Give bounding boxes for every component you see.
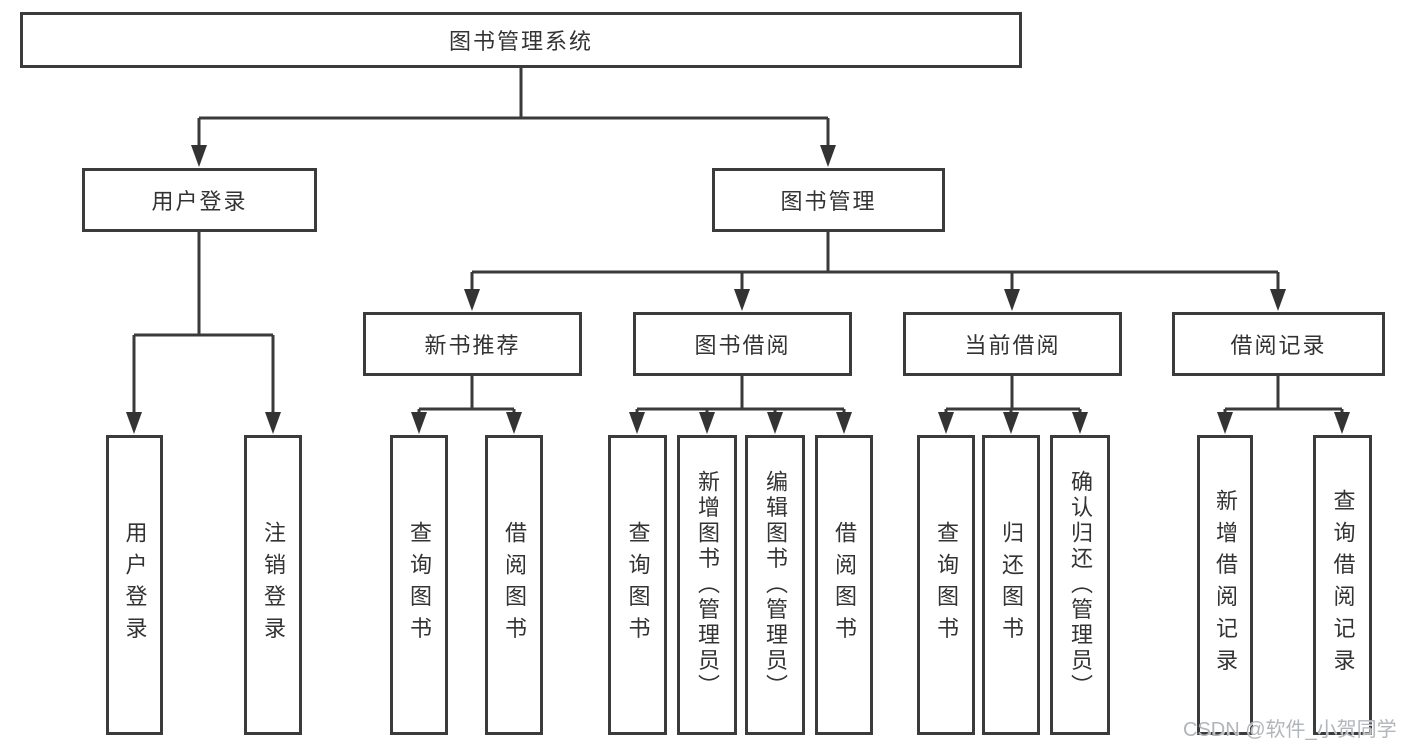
node-current-borrowing: 当前借阅 (903, 312, 1122, 376)
node-label: 图书管理系统 (448, 29, 593, 54)
node-borrow-records: 借阅记录 (1172, 312, 1385, 376)
node-book-borrowing: 图书借阅 (633, 312, 852, 376)
arrow-down-icons (126, 145, 1350, 434)
leaf-records-search: 查询借阅记录 (1313, 435, 1372, 735)
leaf-borrowing-borrow: 借阅图书 (815, 435, 873, 735)
node-label: 借阅记录 (1230, 333, 1327, 358)
leaf-current-search: 查询图书 (917, 435, 975, 735)
node-label: 编辑图书（管理员） (763, 470, 788, 700)
node-label: 注销登录 (261, 521, 286, 649)
node-label: 查询借阅记录 (1330, 489, 1356, 681)
node-label: 查询图书 (934, 521, 959, 649)
node-book-management: 图书管理 (712, 168, 945, 232)
node-user-login: 用户登录 (82, 168, 317, 232)
node-label: 借阅图书 (502, 521, 527, 649)
node-label: 查询图书 (625, 521, 651, 649)
node-label: 新书推荐 (424, 333, 521, 358)
leaf-user-login: 用户登录 (106, 435, 163, 735)
node-label: 图书管理 (780, 189, 877, 214)
node-label: 查询图书 (407, 521, 432, 649)
node-label: 用户登录 (151, 189, 248, 214)
leaf-current-return: 归还图书 (982, 435, 1040, 735)
node-label: 归还图书 (999, 521, 1024, 649)
node-label: 确认归还（管理员） (1068, 470, 1093, 700)
node-root-library-system: 图书管理系统 (20, 12, 1022, 68)
csdn-watermark: CSDN @软件_小贺同学 (1183, 719, 1397, 741)
leaf-current-confirm-return-admin: 确认归还（管理员） (1050, 435, 1110, 735)
node-label: 新增图书（管理员） (695, 470, 720, 700)
node-label: 新增借阅记录 (1213, 489, 1238, 681)
leaf-borrowing-edit-admin: 编辑图书（管理员） (745, 435, 805, 735)
leaf-newbooks-borrow: 借阅图书 (485, 435, 543, 735)
leaf-logout: 注销登录 (244, 435, 302, 735)
node-label: 图书借阅 (694, 333, 791, 358)
node-label: 借阅图书 (832, 521, 857, 649)
leaf-records-add: 新增借阅记录 (1197, 435, 1253, 735)
leaf-newbooks-search: 查询图书 (390, 435, 448, 735)
node-label: 用户登录 (122, 521, 148, 649)
node-label: 当前借阅 (964, 333, 1061, 358)
leaf-borrowing-add-admin: 新增图书（管理员） (677, 435, 737, 735)
leaf-borrowing-search: 查询图书 (608, 435, 667, 735)
node-new-book-recommend: 新书推荐 (363, 312, 582, 376)
